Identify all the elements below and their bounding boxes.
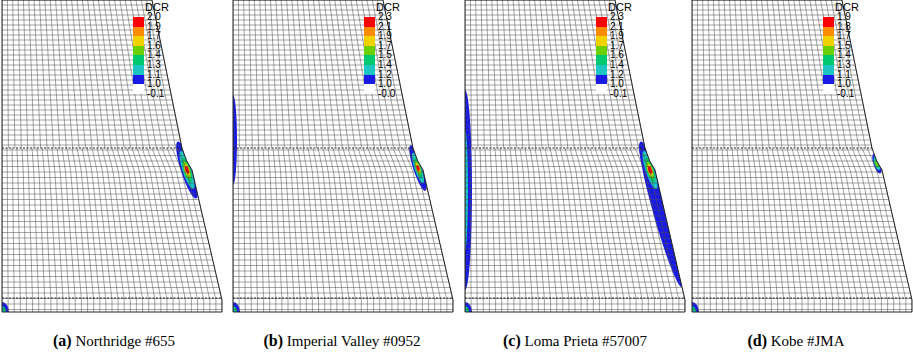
legend-value: -0.1 [610,88,627,100]
dam-section [458,0,688,322]
legend-swatch [133,17,144,27]
legend-swatch [823,36,834,46]
fe-mesh [465,0,685,312]
legend-swatch [596,17,607,27]
legend-swatch [364,17,375,27]
panel-letter: (a) [53,332,72,349]
fe-mesh [233,0,453,312]
legend-swatch [823,65,834,75]
legend-swatch [596,55,607,65]
panel-caption: (c) Loma Prieta #57007 [465,331,685,351]
legend-swatch [596,36,607,46]
section-boundary [692,148,872,149]
dam-body [2,0,222,312]
mesh-lines [233,0,453,312]
record-name: Imperial Valley #0952 [287,333,421,349]
section-boundary [465,148,645,149]
panel-caption: (b) Imperial Valley #0952 [232,331,452,351]
legend-swatch [596,84,607,94]
dam-body [233,0,453,312]
legend-swatch [364,55,375,65]
legend-value: -0.1 [837,88,854,100]
legend-swatch [133,36,144,46]
legend-value: -0.0 [378,88,395,100]
section-boundary [2,148,182,149]
dam-section [0,0,222,322]
legend-swatch [823,17,834,27]
dam-outline [465,0,685,312]
legend-swatch [823,55,834,65]
mesh-lines [465,0,685,312]
legend-value: -0.1 [147,88,164,100]
fe-mesh [692,0,912,312]
legend-swatch [823,84,834,94]
mesh-lines [2,0,222,312]
foundation-boundary [692,298,912,299]
legend-swatch [364,65,375,75]
panel-letter: (b) [263,332,283,349]
foundation-boundary [2,298,222,299]
dcr-contours [226,95,430,322]
panel-letter: (d) [747,332,767,349]
dam-section [685,0,912,322]
legend-swatch [133,65,144,75]
dam-section [226,0,453,322]
mesh-lines [692,0,912,312]
record-name: Loma Prieta #57007 [525,333,647,349]
legend-swatch [364,36,375,46]
record-name: Kobe #JMA [771,333,845,349]
panel-caption: (a) Northridge #655 [4,331,224,351]
foundation-boundary [233,298,453,299]
panel-caption: (d) Kobe #JMA [686,331,906,351]
dam-outline [692,0,912,312]
legend-swatch [596,65,607,75]
legend-swatch [133,55,144,65]
foundation-boundary [465,298,685,299]
legend-swatch [133,84,144,94]
record-name: Northridge #655 [75,333,175,349]
section-boundary [233,148,413,149]
fe-mesh [2,0,222,312]
dam-body [692,0,912,312]
dam-outline [233,0,453,312]
legend-swatch [364,84,375,94]
panel-letter: (c) [503,332,521,349]
dam-outline [2,0,222,312]
dam-body [465,0,685,312]
